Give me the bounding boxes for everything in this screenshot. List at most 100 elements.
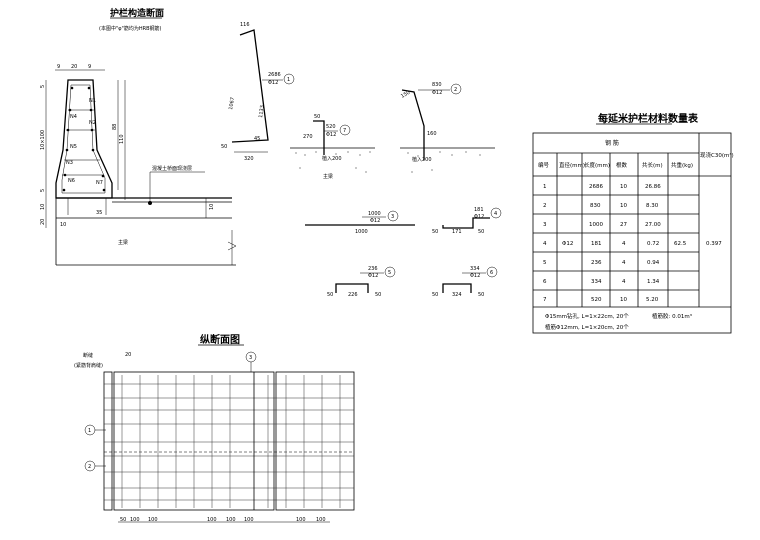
table-diameter: Φ12 (562, 241, 573, 247)
bar1-marker (283, 73, 295, 85)
bar4-dim-a: 50 (432, 229, 438, 235)
bar4-dim-c: 50 (478, 229, 484, 235)
table-row: 1 (543, 184, 547, 190)
bar2-ground-hatch (407, 151, 481, 173)
bar6-shape (442, 283, 472, 293)
table-title: 每延米护栏材料数量表 (598, 112, 699, 125)
bar3-num: 3 (391, 214, 394, 220)
bar4-marker (490, 207, 502, 219)
bar5-dia: Φ12 (368, 273, 378, 279)
section-title: 护栏构造断面 (110, 7, 164, 19)
elev-dim-50: 50 (120, 517, 126, 523)
bar2-dim-160: 160 (427, 131, 437, 137)
bar6-num: 6 (490, 270, 493, 276)
rebar-label-n7: N7 (96, 180, 103, 186)
table-cell: 4 (622, 241, 626, 247)
bar5-dim-b: 226 (348, 292, 358, 298)
elev-dim-100-g: 100 (316, 517, 326, 523)
bar6-marker (486, 266, 498, 278)
bar4-dia: Φ12 (474, 214, 484, 220)
bar6-dia: Φ12 (470, 273, 480, 279)
elev-dim-100-a: 100 (130, 517, 140, 523)
table-concrete: 0.397 (706, 241, 722, 247)
th-total-len: 共长(m) (642, 161, 663, 169)
bar7-marker (339, 124, 351, 136)
bar6-dim-b: 324 (452, 292, 462, 298)
bar4-length: 181 (474, 207, 484, 213)
layer-label: 混凝土桥面现浇层 (152, 165, 192, 172)
elevation-marker-1-num: 1 (88, 428, 91, 434)
table-cell: 0.94 (647, 260, 660, 266)
bar3-dia: Φ12 (370, 218, 380, 224)
rebar-label-n6: N6 (68, 178, 75, 184)
table-note-1b: 植筋胶: 0.01m³ (652, 312, 692, 320)
table-cell: 4 (622, 279, 626, 285)
table-cell: 181 (591, 241, 602, 247)
bar7-ground-hatch (295, 151, 371, 173)
table-cell: 0.72 (647, 241, 659, 247)
rebar-label-n2: N2 (89, 120, 96, 126)
rebar-label-n3: N3 (66, 160, 73, 166)
left-dim-1: 5 (40, 85, 46, 88)
table-cell: 236 (591, 260, 602, 266)
table-cell: 27.00 (645, 222, 661, 228)
bar2-marker (450, 83, 462, 95)
elev-dim-100-e: 100 (244, 517, 254, 523)
table-row: 6 (543, 279, 547, 285)
section-note: (本图中"φ"筋均为HRB钢筋) (99, 25, 162, 32)
bar1-dia: Φ12 (268, 80, 278, 86)
rebar-label-n5: N5 (70, 144, 77, 150)
bar4-shape (442, 217, 490, 229)
left-dim-2: 10×100 (40, 130, 46, 150)
barrier-outline (55, 79, 113, 199)
bar1-dim-1133: 1133 (258, 105, 266, 118)
elevation-left-label-1: 断缝 (83, 352, 93, 359)
bottom-dim-35: 35 (96, 210, 102, 216)
bar5-length: 236 (368, 266, 378, 272)
bar6-length: 334 (470, 266, 480, 272)
bar4-dim-b: 171 (452, 229, 462, 235)
rebar-label-n1: N1 (89, 98, 96, 104)
table-total-weight: 62.5 (674, 241, 687, 247)
bar7-beam: 主梁 (323, 173, 333, 180)
elev-dim-100-b: 100 (148, 517, 158, 523)
table-cell: 5.20 (646, 297, 659, 303)
table-cell: 520 (591, 297, 602, 303)
bar1-length: 2686 (268, 72, 281, 78)
bar7-num: 7 (343, 128, 346, 134)
table-cell: 334 (591, 279, 602, 285)
bottom-dim-10: 10 (60, 222, 66, 228)
elevation-title: 纵断面图 (200, 333, 240, 346)
bar4-num: 4 (494, 211, 497, 217)
table-row: 7 (543, 297, 547, 303)
bar1-dim-116: 116 (240, 22, 250, 28)
height-dim-88: 88 (112, 124, 118, 130)
bar5-marker (384, 266, 396, 278)
table-cell: 1.34 (647, 279, 660, 285)
quantity-table (532, 132, 732, 334)
table-cell: 10 (620, 297, 627, 303)
bar5-dim-c: 50 (375, 292, 381, 298)
elev-dim-100-c: 100 (207, 517, 217, 523)
top-dim-1: 9 (57, 64, 60, 70)
bar5-dim-a: 50 (327, 292, 333, 298)
height-dim-10: 10 (209, 204, 215, 210)
bar2-embed: 植入200 (412, 156, 432, 163)
table-rows: 1 2686 10 26.86 2 830 10 8.30 3 1000 27 … (543, 184, 661, 303)
th-weight: 共重(kg) (671, 161, 693, 169)
left-dim-4: 10 (40, 204, 46, 210)
beam-label: 主梁 (118, 239, 128, 246)
bar1-dim-320: 320 (244, 156, 254, 162)
table-row: 3 (543, 222, 547, 228)
bar2-dia: Φ12 (432, 90, 442, 96)
elevation-panels (103, 371, 355, 511)
table-row: 4 (543, 241, 547, 247)
left-dim-5: 20 (40, 219, 46, 225)
height-dim-110: 110 (119, 134, 125, 144)
top-dim-2: 20 (71, 64, 77, 70)
bar5-num: 5 (388, 270, 391, 276)
th-len: 长度(mm) (584, 161, 610, 169)
bar5-shape (335, 283, 369, 293)
bar7-embed: 植入200 (322, 155, 342, 162)
